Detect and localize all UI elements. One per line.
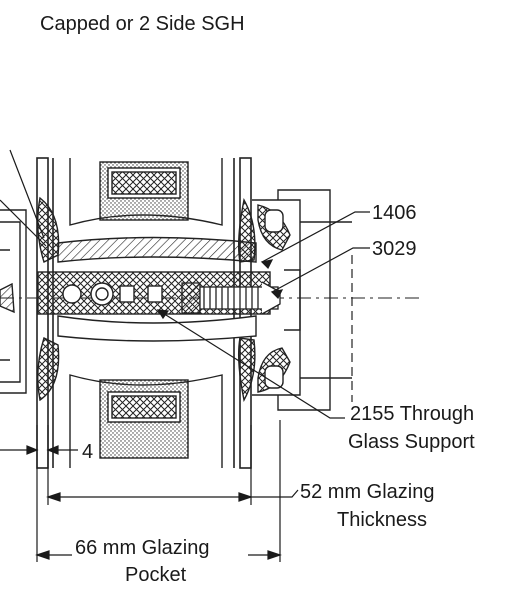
drawing-title: Capped or 2 Side SGH (40, 13, 245, 35)
callout-1406: 1406 (372, 202, 417, 224)
glazing-thickness-line2: Thickness (337, 509, 428, 531)
glazing-pocket-line2: Pocket (125, 564, 187, 586)
glazing-pocket-line1: 66 mm Glazing (75, 537, 210, 559)
leader-lines (0, 149, 370, 419)
lower-spacer (69, 374, 223, 468)
dimension-lines (0, 420, 299, 562)
upper-spacer (69, 158, 223, 226)
glazing-thickness-line1: 52 mm Glazing (300, 481, 435, 503)
right-frame-profile (252, 189, 352, 411)
callout-support-line1: 2155 Through (350, 403, 475, 425)
callout-support-line2: Glass Support (348, 431, 475, 453)
dimension-4-label: 4 (82, 441, 94, 463)
callout-3029: 3029 (372, 238, 417, 260)
threaded-fastener (181, 281, 281, 315)
left-profile (0, 209, 27, 394)
